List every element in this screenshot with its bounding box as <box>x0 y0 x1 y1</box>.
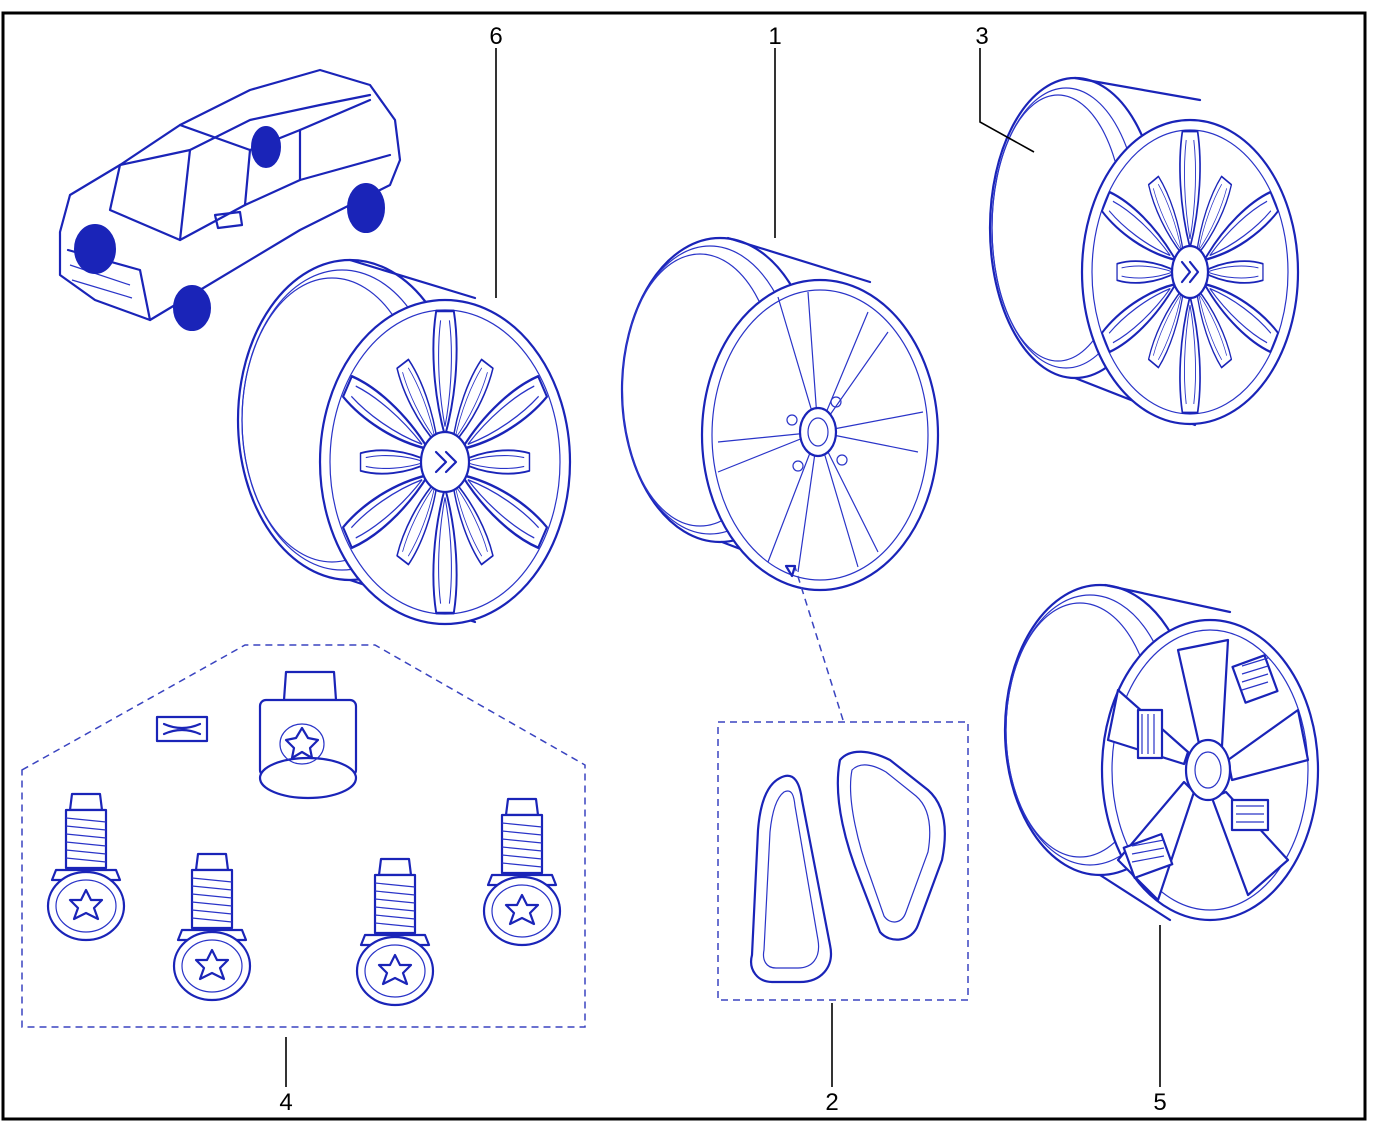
diagram-border <box>1 11 1367 1121</box>
spoke-insert-right <box>836 750 946 941</box>
wheel-6 <box>236 258 572 626</box>
callout-6: 6 <box>489 23 502 50</box>
wheel-5 <box>1003 583 1320 922</box>
highlight-wheel-front-right <box>173 285 211 331</box>
callout-1: 1 <box>768 23 781 50</box>
locking-socket-adapter <box>258 670 358 800</box>
car-illustration <box>58 68 402 331</box>
callout-4: 4 <box>279 1089 292 1116</box>
key-code-card-icon <box>155 715 209 743</box>
locking-bolt-4 <box>482 797 562 947</box>
locking-bolt-1 <box>46 792 126 942</box>
spoke-insert-left <box>750 774 833 984</box>
highlight-wheel-rear-left <box>251 126 281 168</box>
callout-2: 2 <box>825 1089 838 1116</box>
wheel-3 <box>988 76 1300 427</box>
highlight-wheel-front-left <box>74 224 116 274</box>
locking-bolts-kit <box>21 644 586 1028</box>
callout-5: 5 <box>1153 1089 1166 1116</box>
callout-3-leader <box>979 48 1035 153</box>
wheel-1 <box>620 236 940 592</box>
callout-3: 3 <box>975 23 988 50</box>
kit-2-outline <box>717 721 969 1001</box>
kit-4-outline <box>21 644 586 1028</box>
highlight-wheel-rear-right <box>347 183 385 233</box>
spoke-inserts-kit <box>717 564 969 1001</box>
locking-bolt-2 <box>172 852 252 1002</box>
locking-bolt-3 <box>355 857 435 1007</box>
